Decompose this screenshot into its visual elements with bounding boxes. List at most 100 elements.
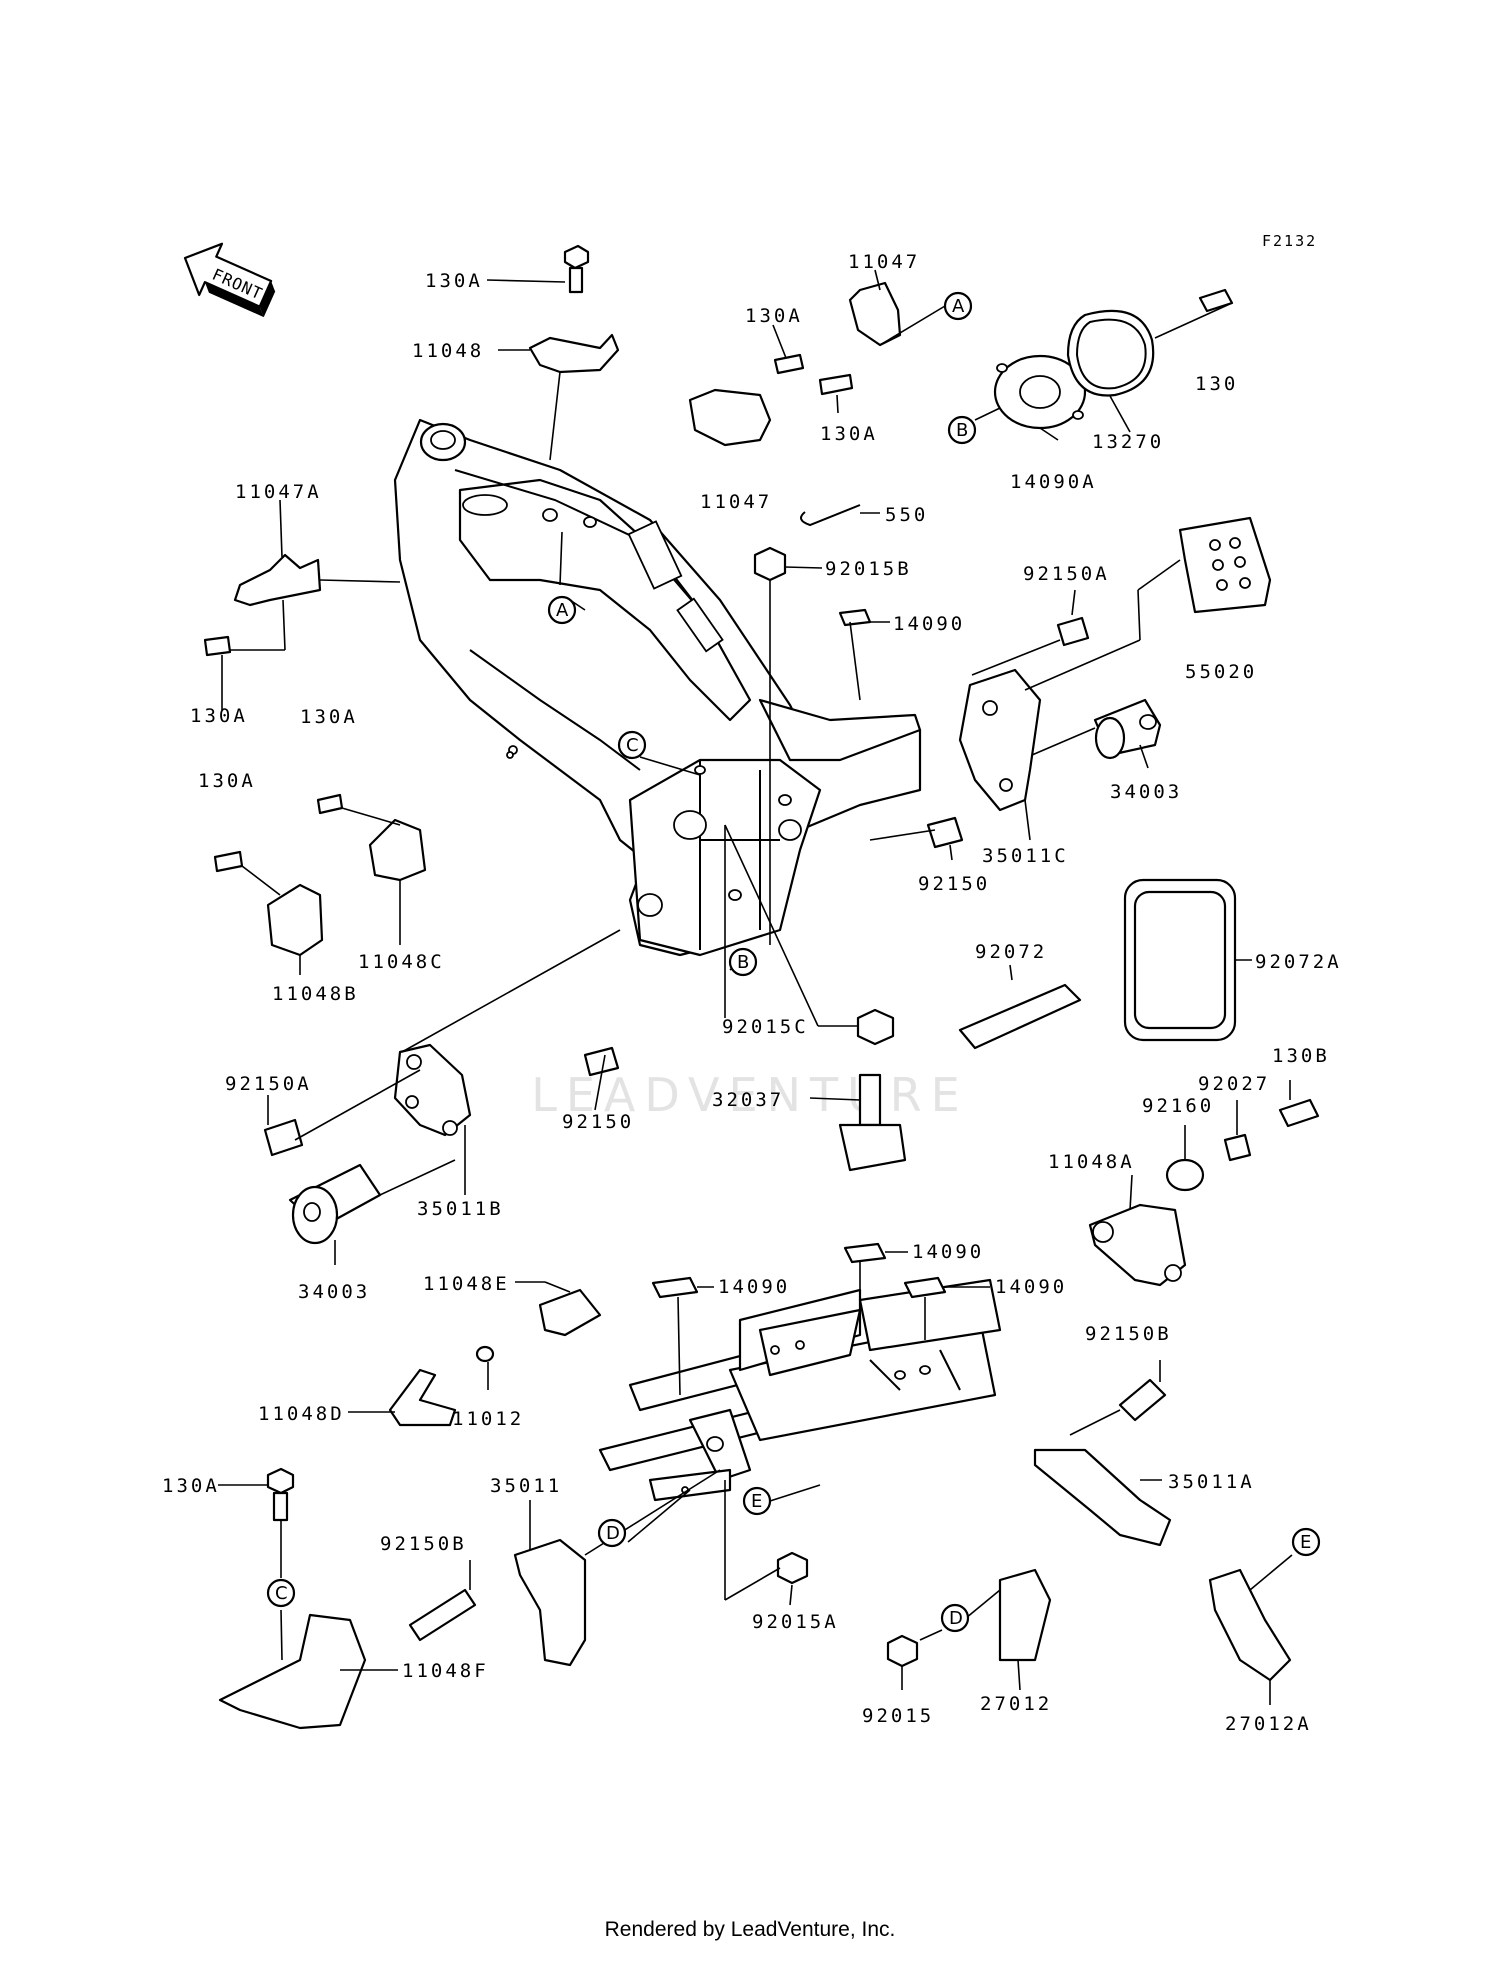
bolt-icon xyxy=(1198,288,1234,313)
callout-e-2: E xyxy=(1291,1527,1321,1557)
plate-icon xyxy=(688,388,772,447)
part-label: 34003 xyxy=(1110,781,1182,803)
bolt-icon xyxy=(203,635,232,657)
bracket-icon xyxy=(218,1613,367,1730)
part-label: 27012 xyxy=(980,1693,1052,1715)
bolt-icon xyxy=(263,1118,304,1157)
pad-icon xyxy=(838,608,872,627)
bracket-icon xyxy=(233,553,322,607)
leader-lines xyxy=(218,269,1293,1705)
part-label: 11047A xyxy=(235,481,322,503)
part-label: 11048C xyxy=(358,951,445,973)
part-label: 14090 xyxy=(718,1276,790,1298)
part-label: 92015A xyxy=(752,1611,839,1633)
bolt-icon xyxy=(316,793,344,815)
callout-a-2: A xyxy=(547,595,577,625)
nut-icon xyxy=(776,1551,809,1585)
bolt-icon xyxy=(818,373,854,396)
nut-icon xyxy=(886,1634,919,1668)
part-label: 92072A xyxy=(1255,951,1342,973)
svg-text:C: C xyxy=(626,735,639,756)
bracket-icon xyxy=(368,818,427,882)
bolt-icon xyxy=(408,1588,477,1642)
part-label: 11047 xyxy=(700,491,772,513)
part-label: 14090 xyxy=(893,613,965,635)
part-label: 11047 xyxy=(848,251,920,273)
part-label: 35011C xyxy=(982,845,1069,867)
part-label: 11048F xyxy=(402,1660,489,1682)
footrest-bracket-icon xyxy=(513,1538,587,1667)
part-label: 11048E xyxy=(423,1273,510,1295)
part-label: 35011B xyxy=(417,1198,504,1220)
callout-d-2: D xyxy=(940,1603,970,1633)
footrest-bracket-icon xyxy=(1033,1448,1172,1547)
callout-c-2: C xyxy=(266,1578,296,1608)
svg-text:E: E xyxy=(1300,1532,1311,1553)
svg-text:D: D xyxy=(606,1523,620,1544)
part-label: 92015 xyxy=(862,1705,934,1727)
bracket-icon xyxy=(538,1288,602,1337)
pad-icon xyxy=(651,1276,699,1299)
part-label: 130A xyxy=(162,1475,220,1497)
svg-text:A: A xyxy=(952,296,965,317)
footrest-bracket-icon xyxy=(958,668,1042,812)
damper-icon xyxy=(1165,1158,1205,1192)
part-label: 130A xyxy=(190,705,248,727)
nut-icon xyxy=(856,1008,895,1046)
strap-icon xyxy=(958,983,1082,1050)
svg-text:B: B xyxy=(737,952,749,973)
cotter-pin-icon xyxy=(800,504,861,527)
part-label: 92150B xyxy=(1085,1323,1172,1345)
callout-a-1: A xyxy=(943,291,973,321)
svg-text:C: C xyxy=(275,1583,288,1604)
part-label: 11048A xyxy=(1048,1151,1135,1173)
part-label: 92150B xyxy=(380,1533,467,1555)
part-label: 130A xyxy=(820,423,878,445)
bolt-icon xyxy=(1278,1098,1320,1128)
bolt-icon xyxy=(266,1467,295,1522)
bolt-icon xyxy=(926,816,964,849)
callout-e-1: E xyxy=(742,1486,772,1516)
part-label: 92150A xyxy=(1023,563,1110,585)
part-label: 11048B xyxy=(272,983,359,1005)
guard-icon xyxy=(1208,1568,1292,1682)
part-label: 130A xyxy=(300,706,358,728)
bracket-icon xyxy=(388,1368,457,1427)
plate-icon xyxy=(848,281,902,347)
bracket-icon xyxy=(266,883,324,957)
part-label: 55020 xyxy=(1185,661,1257,683)
bolt-icon xyxy=(583,1046,620,1077)
pad-icon xyxy=(903,1276,947,1299)
part-label: 130 xyxy=(1195,373,1238,395)
part-label: 92015C xyxy=(722,1016,809,1038)
front-arrow-icon: FRONT xyxy=(183,242,276,318)
svg-text:A: A xyxy=(556,600,569,621)
part-label: 27012A xyxy=(1225,1713,1312,1735)
footpeg-pad-icon xyxy=(1178,516,1272,614)
part-label: 32037 xyxy=(712,1089,784,1111)
sub-frame xyxy=(598,1278,1002,1502)
bolt-icon xyxy=(773,353,805,375)
callout-d-1: D xyxy=(597,1518,627,1548)
pad-icon xyxy=(843,1242,887,1264)
part-label: 11048 xyxy=(412,340,484,362)
callout-c-1: C xyxy=(617,730,647,760)
footer-credit: Rendered by LeadVenture, Inc. xyxy=(604,1918,896,1941)
watermark: LEADVENTURE xyxy=(531,1068,969,1122)
bracket-icon xyxy=(528,333,620,374)
diagram-code: F2132 xyxy=(1262,232,1318,250)
bolt-icon xyxy=(1118,1378,1167,1422)
callout-b-1: B xyxy=(947,415,977,445)
part-label: 11012 xyxy=(452,1408,524,1430)
part-label: 130A xyxy=(198,770,256,792)
part-label: 34003 xyxy=(298,1281,370,1303)
svg-text:E: E xyxy=(751,1491,762,1512)
part-label: 13270 xyxy=(1092,431,1164,453)
band-icon xyxy=(1123,878,1237,1042)
part-label: 92027 xyxy=(1198,1073,1270,1095)
part-label: 92150 xyxy=(562,1111,634,1133)
collar-icon xyxy=(1223,1133,1252,1162)
part-label: 92150 xyxy=(918,873,990,895)
cap-icon xyxy=(475,1345,495,1363)
